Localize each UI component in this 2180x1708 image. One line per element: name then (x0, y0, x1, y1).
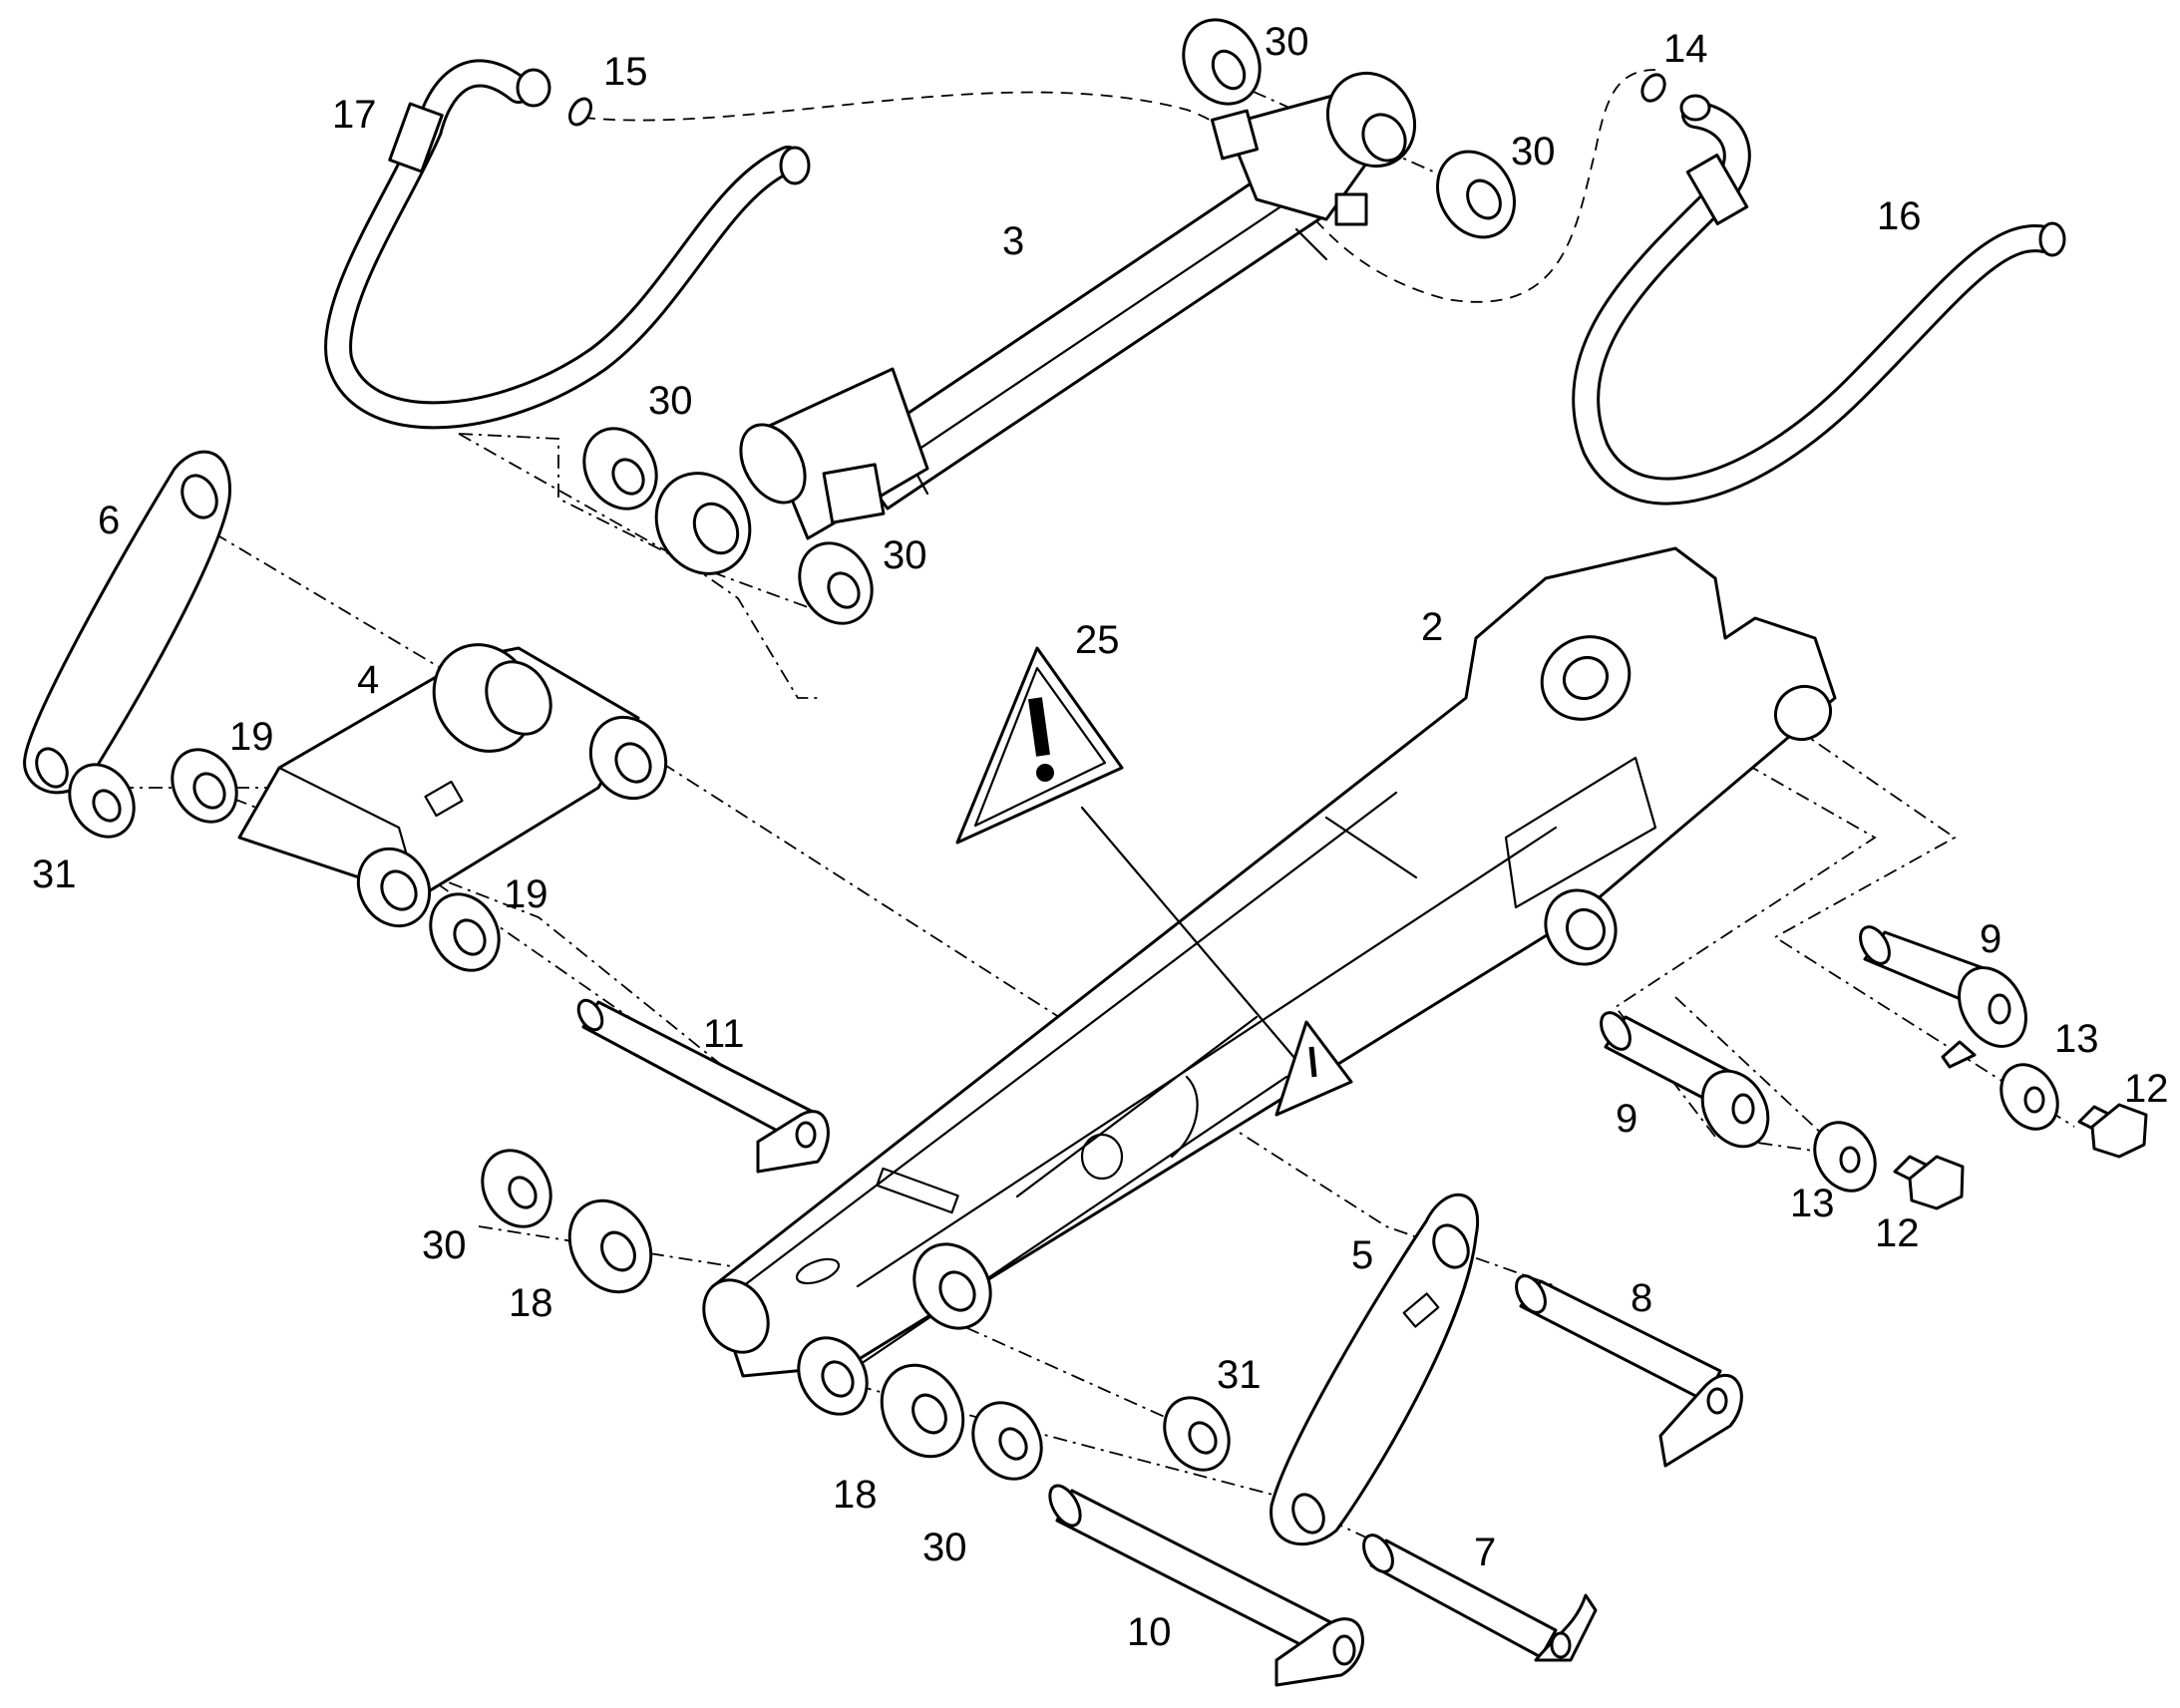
callout-9: 9 (1980, 917, 2001, 961)
callout-3: 3 (1002, 219, 1024, 263)
callout-18: 18 (833, 1473, 878, 1517)
washer-30-left (582, 427, 658, 511)
seal-19-upper (171, 748, 238, 824)
callout-13: 13 (2054, 1017, 2099, 1061)
callout-30: 30 (883, 533, 927, 577)
link-6 (23, 450, 231, 795)
pin-10 (1048, 1484, 1364, 1687)
callout-30: 30 (422, 1223, 467, 1267)
warning-sign-small (1274, 1020, 1353, 1117)
bracket-4 (237, 643, 668, 928)
callout-19: 19 (229, 715, 274, 759)
callout-31: 31 (32, 853, 77, 896)
callout-30: 30 (922, 1526, 967, 1569)
washer-30-lower-left (481, 1149, 552, 1228)
hydraulic-cylinder-3 (654, 71, 1417, 575)
washer-30-lower (971, 1401, 1043, 1481)
pin-11 (576, 998, 830, 1174)
seal-19-lower (429, 892, 501, 972)
hose-17 (324, 59, 811, 430)
seal-18-upper (567, 1198, 653, 1294)
callout-10: 10 (1127, 1610, 1172, 1654)
pin-9-lower (1600, 1011, 1770, 1149)
callout-4: 4 (357, 658, 379, 702)
bolt-12-lower (1893, 1155, 1965, 1210)
callout-18: 18 (509, 1281, 553, 1325)
boom-2 (702, 546, 1837, 1416)
callout-14: 14 (1663, 27, 1708, 71)
callout-30: 30 (648, 379, 693, 423)
callout-2: 2 (1421, 605, 1443, 649)
pin-7 (1362, 1534, 1598, 1662)
callout-12: 12 (1875, 1211, 1920, 1255)
callout-17: 17 (332, 93, 377, 137)
callout-19: 19 (504, 872, 548, 916)
callout-5: 5 (1351, 1233, 1373, 1277)
callout-15: 15 (603, 50, 648, 94)
callout-31: 31 (1217, 1353, 1262, 1397)
washer-30-bottom (798, 541, 874, 625)
callout-7: 7 (1474, 1531, 1496, 1574)
link-5 (1270, 1193, 1479, 1546)
callout-12: 12 (2124, 1067, 2169, 1111)
callout-6: 6 (98, 499, 120, 542)
washer-13-upper (1999, 1063, 2059, 1131)
washer-31-left (68, 763, 136, 839)
callout-11: 11 (703, 1012, 745, 1056)
callout-16: 16 (1877, 194, 1922, 238)
o-ring-15 (568, 97, 592, 127)
seal-18-lower (880, 1363, 965, 1459)
callout-9: 9 (1616, 1097, 1637, 1141)
callout-30: 30 (1511, 130, 1556, 173)
hose-16 (1572, 94, 2066, 506)
pin-9-upper (1859, 925, 2027, 1069)
warning-sign-25 (955, 646, 1308, 1074)
pin-8 (1515, 1274, 1743, 1468)
washer-31-lower (1163, 1396, 1231, 1472)
bolt-12-upper (2077, 1103, 2148, 1159)
callout-25: 25 (1075, 618, 1120, 662)
washer-30-right (1436, 150, 1516, 239)
callout-8: 8 (1631, 1276, 1652, 1320)
callout-labels: 30 14 15 17 30 3 16 30 30 6 25 2 4 19 31… (32, 20, 2169, 1654)
o-ring-14 (1640, 73, 1666, 103)
washer-30-top (1182, 18, 1262, 106)
callout-30: 30 (1265, 20, 1309, 64)
callout-13: 13 (1790, 1182, 1835, 1225)
washer-13-lower (1813, 1121, 1877, 1193)
